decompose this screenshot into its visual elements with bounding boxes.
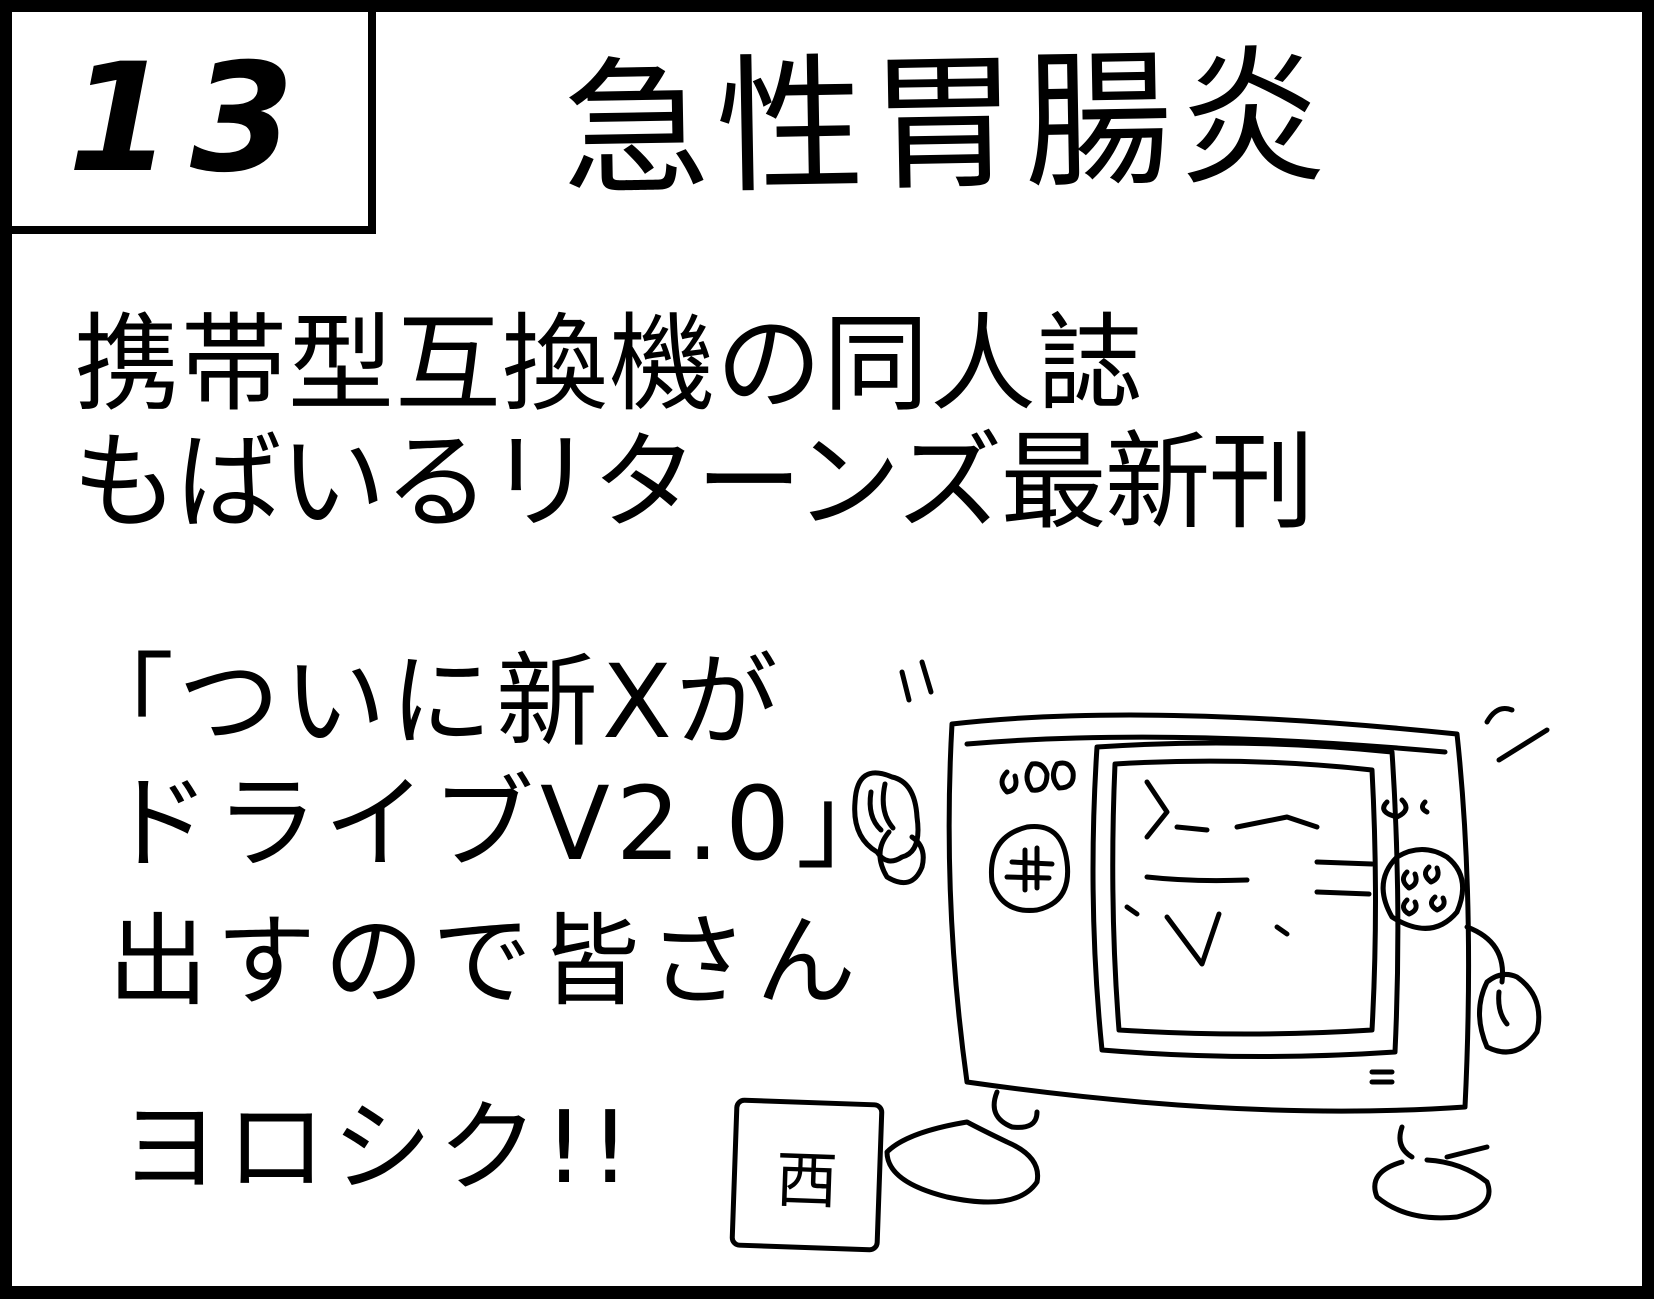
- episode-number-box: 13: [12, 12, 376, 234]
- caption-line-2: もばいるリターンズ最新刊: [72, 421, 1315, 544]
- episode-title: 急性胃腸炎: [560, 31, 1334, 217]
- stamp-character: 西: [774, 1142, 840, 1219]
- comic-panel: 13 急性胃腸炎 携帯型互換機の同人誌 もばいるリターンズ最新刊 「ついに新Xが…: [12, 12, 1642, 1286]
- handheld-console-character-icon: [852, 659, 1550, 1221]
- caption-line-4: ドライブV2.0」: [108, 765, 904, 884]
- caption-line-3: 「ついに新Xが: [72, 643, 782, 762]
- caption-line-1: 携帯型互換機の同人誌: [74, 303, 1144, 426]
- caption-line-6: ヨロシク!!: [120, 1089, 637, 1206]
- episode-number: 13: [67, 32, 313, 206]
- caption-line-5: 出すので皆さん: [108, 903, 864, 1020]
